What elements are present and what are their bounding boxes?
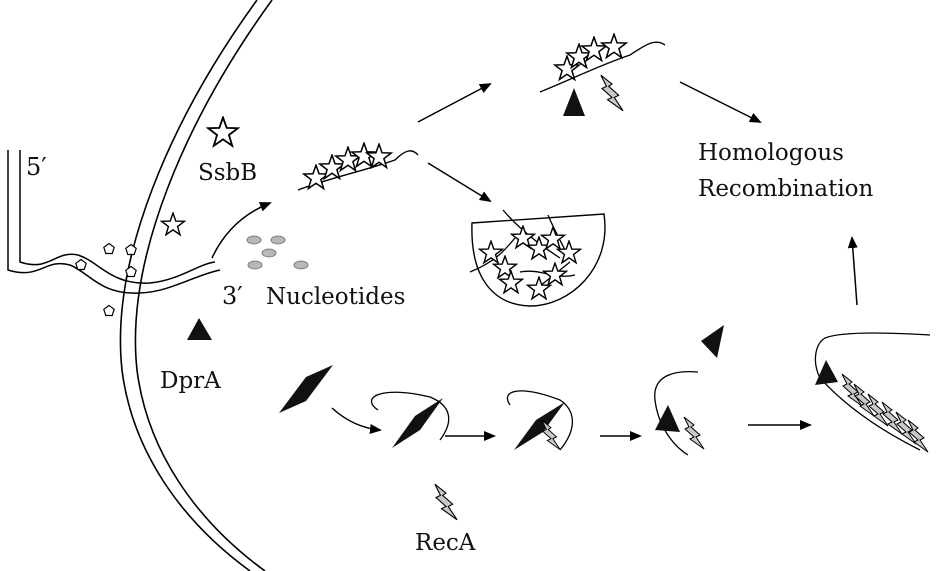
reca-label: RecA	[415, 530, 476, 556]
reca-legend-bolt-icon	[434, 483, 458, 521]
homologous-label: Homologous	[698, 140, 844, 166]
three-prime-label: 3′	[222, 282, 243, 310]
dpra-label: DprA	[160, 368, 221, 394]
dpra-reca-nucleation-3	[654, 370, 705, 456]
incoming-dna	[7, 150, 221, 294]
uptake-pentagons	[75, 242, 137, 317]
dpra-ssdna-complex-1	[371, 391, 450, 448]
recombination-label: Recombination	[698, 176, 874, 202]
pathway-arrows	[211, 81, 858, 441]
dpra-reca-complex-2	[506, 390, 573, 451]
ssbb-dpra-reca-complex	[539, 33, 666, 116]
five-prime-label: 5′	[26, 153, 47, 181]
ssdna-storage-bowl	[469, 209, 606, 307]
dpra-triangle-icon	[187, 318, 212, 340]
cell-membrane	[119, 0, 273, 571]
dpra-dimer-diamond-icon	[279, 365, 333, 413]
nucleotides-label: Nucleotides	[266, 284, 406, 310]
released-dpra-icon	[701, 325, 724, 358]
ssbb-star-icon	[207, 116, 239, 147]
ssbb-coated-ssdna	[297, 142, 419, 191]
nucleotide-ovals	[246, 235, 309, 270]
reca-filament	[814, 332, 931, 453]
ssbb-label: SsbB	[198, 160, 258, 186]
ssbb-star-small-icon	[160, 212, 186, 236]
